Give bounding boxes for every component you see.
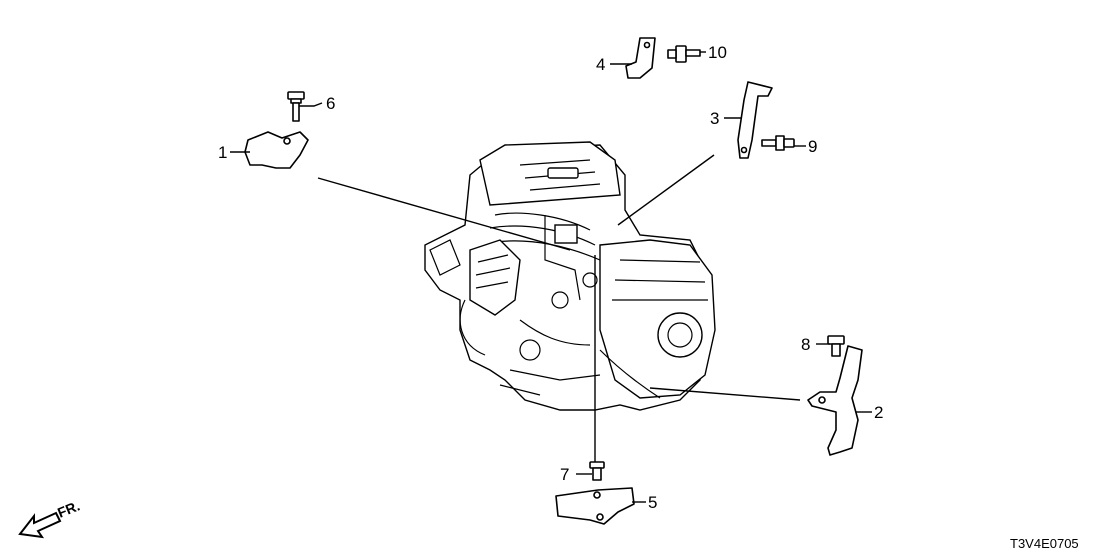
bracket-part-4[interactable]: [610, 37, 656, 79]
bolt-part-6[interactable]: [287, 91, 323, 122]
bracket-part-2[interactable]: [807, 345, 872, 456]
bracket-part-1[interactable]: [230, 131, 309, 169]
front-direction-label: FR.: [55, 497, 82, 520]
bolt-part-7[interactable]: [576, 461, 605, 481]
bolt-part-9[interactable]: [761, 135, 806, 151]
callout-8: 8: [801, 335, 810, 354]
leader-lines: [317, 154, 801, 462]
diagram-code: T3V4E0705: [1010, 536, 1079, 551]
callout-3: 3: [710, 109, 719, 128]
callout-10: 10: [708, 43, 727, 62]
callout-4: 4: [596, 55, 605, 74]
engine-assembly: [424, 141, 716, 411]
bracket-part-5[interactable]: [555, 487, 646, 525]
callout-5: 5: [648, 493, 657, 512]
callout-9: 9: [808, 137, 817, 156]
callout-1: 1: [218, 143, 227, 162]
bolt-part-8[interactable]: [816, 335, 845, 357]
callout-7: 7: [560, 465, 569, 484]
bracket-part-3[interactable]: [724, 81, 773, 159]
callout-2: 2: [874, 403, 883, 422]
front-direction-arrow-icon: [18, 511, 62, 539]
callout-6: 6: [326, 94, 335, 113]
bolt-part-10[interactable]: [667, 45, 706, 63]
